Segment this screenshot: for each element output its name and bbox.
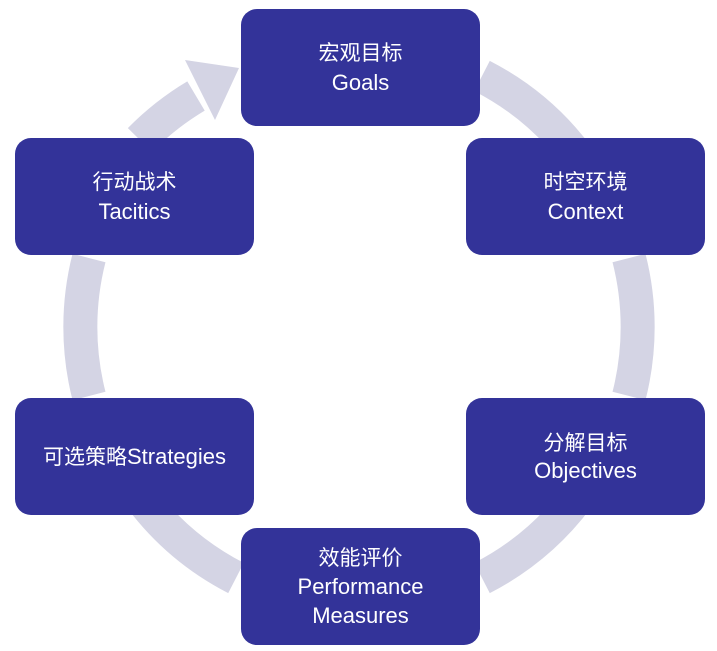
node-measures-en-line1: Performance [297, 573, 424, 599]
ring-segment-tactics-goals [127, 81, 205, 153]
arrow-head-icon [185, 60, 239, 120]
node-tactics-zh: 行动战术 [92, 169, 177, 194]
node-objectives-en: Objectives [534, 457, 637, 483]
node-tactics-en: Tacitics [98, 198, 171, 224]
node-objectives-zh: 分解目标 [543, 430, 628, 455]
node-goals-zh: 宏观目标 [318, 40, 403, 65]
node-measures-zh: 效能评价 [318, 545, 403, 570]
node-strategies-en: Strategies [126, 443, 227, 469]
node-tactics: 行动战术 Tacitics [15, 138, 254, 255]
ring-segment-strategies-tactics [63, 253, 106, 401]
node-context-zh: 时空环境 [543, 169, 628, 194]
node-objectives: 分解目标 Objectives [466, 398, 705, 515]
ring-segment-context-objectives [612, 253, 655, 401]
node-strategies-zh: 可选策略 [42, 444, 127, 469]
node-context: 时空环境 Context [466, 138, 705, 255]
node-measures: 效能评价 Performance Measures [241, 528, 480, 645]
node-measures-en-line2: Measures [312, 602, 409, 628]
node-goals: 宏观目标 Goals [241, 9, 480, 126]
node-strategies-line: 可选策略Strategies [43, 442, 226, 472]
node-goals-en: Goals [331, 69, 390, 95]
node-strategies: 可选策略Strategies [15, 398, 254, 515]
node-context-en: Context [547, 198, 624, 224]
